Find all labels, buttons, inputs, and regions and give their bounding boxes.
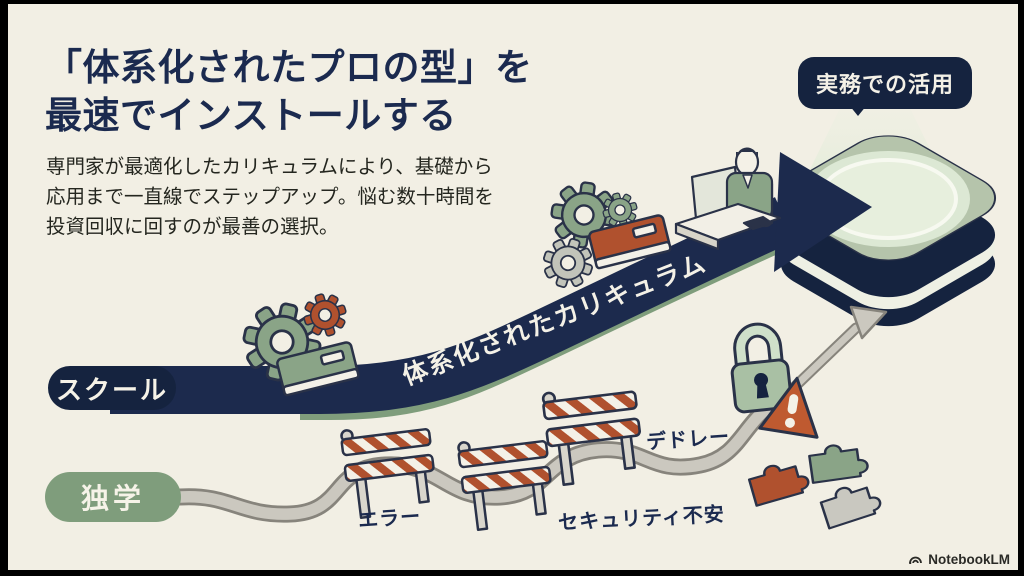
- description-line-1: 専門家が最適化したカリキュラムにより、基礎から: [46, 156, 493, 178]
- title-line-2: 最速でインストールする: [45, 95, 457, 137]
- puzzle-piece-icon: [817, 477, 885, 530]
- roadblock-barrier-icon: [456, 431, 557, 533]
- warning-triangle-icon: [758, 376, 819, 439]
- puzzle-piece-icon: [746, 456, 812, 507]
- puzzle-piece-icon: [807, 439, 871, 485]
- school-path-label: スクール: [48, 366, 176, 410]
- title-line-1: 「体系化されたプロの型」を: [45, 47, 533, 88]
- person-at-desk-icon: [674, 147, 782, 251]
- page-title: 「体系化されたプロの型」を 最速でインストールする: [45, 44, 533, 140]
- description-line-2: 応用まで一直線でステップアップ。悩む数十時間を: [46, 186, 494, 209]
- obstacle-label-degrade: デドレー: [645, 426, 731, 454]
- brand-text: NotebookLM: [928, 552, 1010, 567]
- description-line-3: 投資回収に回すのが最善の選択。: [46, 216, 339, 239]
- goal-badge-pointer: [845, 100, 871, 116]
- arrow-head: [774, 152, 872, 272]
- notebooklm-watermark: NotebookLM: [908, 552, 1010, 567]
- description: 専門家が最適化したカリキュラムにより、基礎から 応用まで一直線でステップアップ。…: [46, 152, 494, 243]
- obstacle-label-error: エラー: [357, 505, 422, 533]
- padlock-icon: [730, 322, 793, 414]
- school-path-arrow: [110, 152, 872, 420]
- self-study-path-label: 独学: [45, 472, 181, 522]
- goal-badge: 実務での活用: [798, 57, 973, 109]
- notebooklm-icon: [909, 556, 923, 564]
